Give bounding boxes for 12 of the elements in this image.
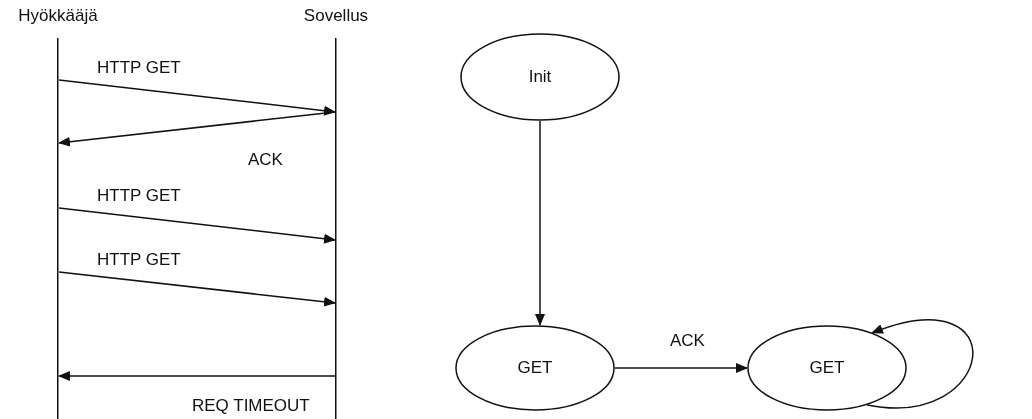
arrow (535, 120, 545, 326)
participant-label: Hyökkääjä (17, 6, 99, 26)
self-loop-arrow (866, 319, 974, 409)
state-ellipse (455, 325, 615, 411)
state-label: GET (808, 358, 846, 378)
edge-label: REQ TIMEOUT (190, 396, 312, 416)
state-label: Init (527, 67, 553, 87)
state-label: GET (516, 358, 554, 378)
state-ellipse (747, 325, 907, 411)
participant-label: Sovellus (302, 6, 370, 26)
state-ellipse (460, 33, 620, 121)
arrow (614, 363, 748, 373)
